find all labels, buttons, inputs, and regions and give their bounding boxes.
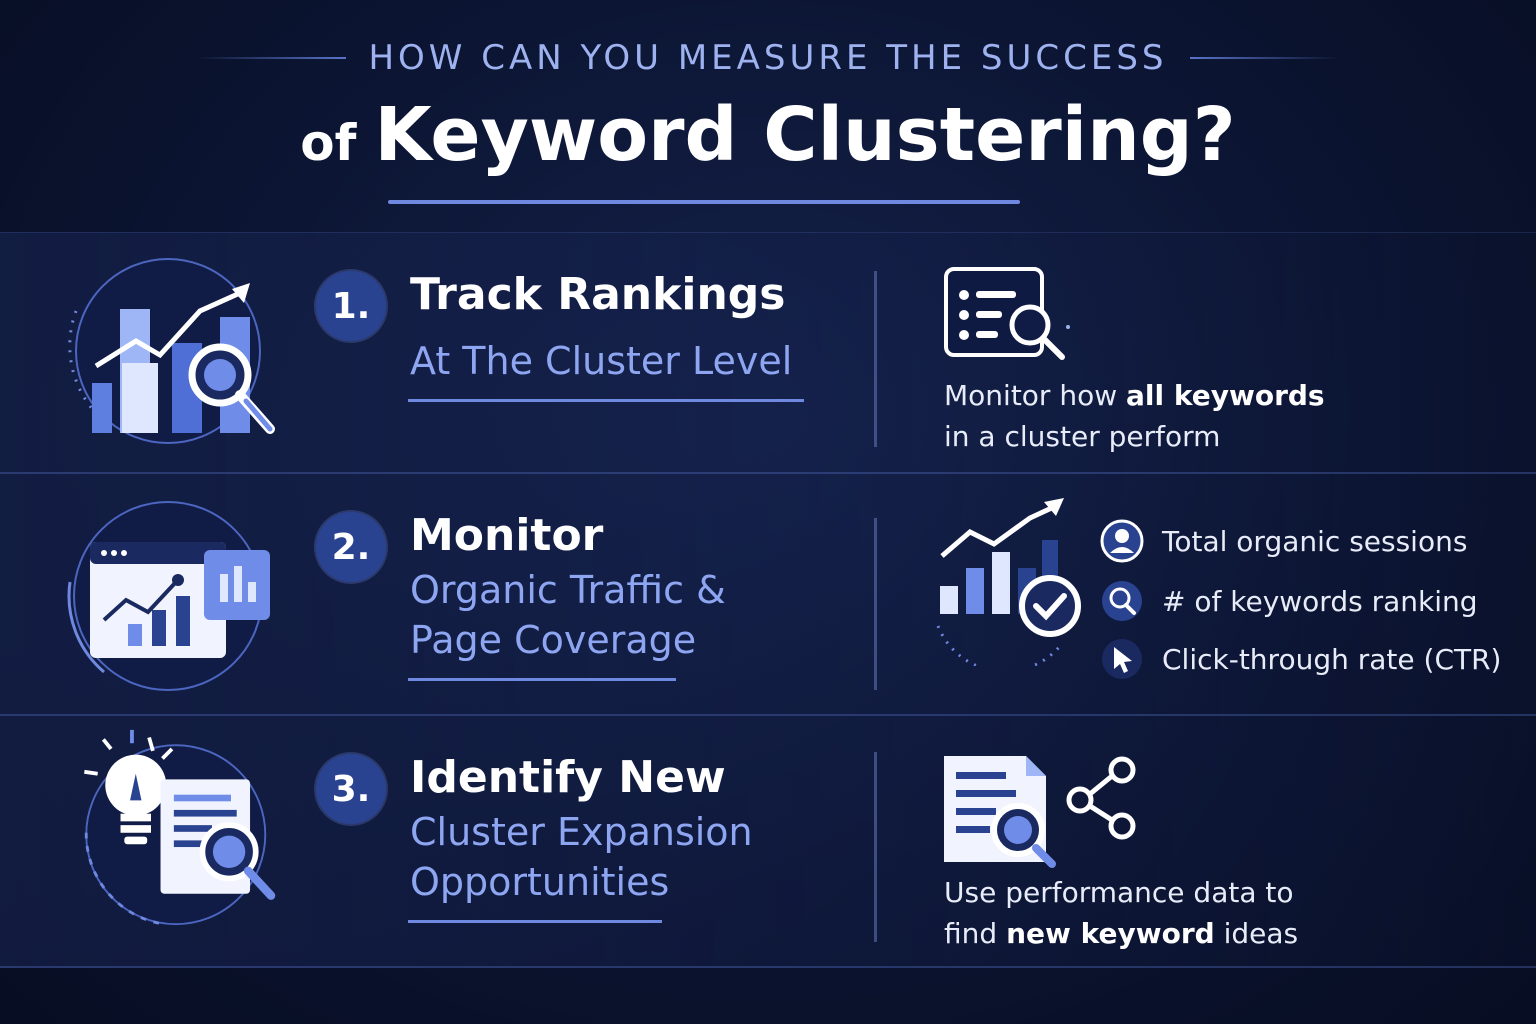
step-underline [408,920,662,923]
row-divider [874,518,877,690]
key-search-icon [1102,581,1142,621]
growth-check-icon [936,498,1081,666]
step-title: Track Rankings [410,269,786,320]
description-text: Monitor how [944,379,1127,412]
eyebrow-line-left [196,57,347,59]
metric-label: # of keywords ranking [1162,584,1478,618]
description-line-1: Use performance data to [944,876,1294,909]
cursor-icon [1102,639,1142,679]
step-subtitle-line-1: Cluster Expansion [410,810,753,854]
step-subtitle-line-2: Opportunities [410,860,670,904]
step-description: Monitor how all keywords in a cluster pe… [944,375,1325,457]
step-number-badge: 1. [316,271,386,341]
step-title: Monitor [410,510,604,561]
title-main: Keyword Clustering? [374,92,1236,178]
list-search-icon [944,267,1070,360]
title-underline [388,200,1020,204]
metric-item: Click-through rate (CTR) [1100,636,1501,682]
metric-item: # of keywords ranking [1100,578,1478,624]
step-underline [408,399,804,402]
description-text: find [944,917,1007,950]
lightbulb-document-icon [84,729,276,926]
description-bold: new keyword [1006,917,1215,950]
description-line-2: in a cluster perform [944,420,1221,453]
step-underline [408,678,676,681]
eyebrow-line-right [1189,57,1340,59]
step-row-3: 3. Identify New Cluster Expansion Opport… [0,716,1536,968]
row-divider [874,271,877,447]
header: HOW CAN YOU MEASURE THE SUCCESS of Keywo… [0,0,1536,230]
step-row-1: 1. Track Rankings At The Cluster Level M… [0,232,1536,474]
chart-search-icon [68,258,275,444]
step-number-badge: 3. [316,754,386,824]
step-description: Use performance data to find new keyword… [944,872,1298,954]
dashboard-chart-icon [67,501,270,691]
eyebrow-text: HOW CAN YOU MEASURE THE SUCCESS [368,38,1168,78]
document-share-icon [944,756,1136,868]
row-divider [874,752,877,942]
metric-label: Click-through rate (CTR) [1162,642,1502,676]
title-prefix: of [300,114,357,172]
step-title: Identify New [410,752,726,803]
step-subtitle-line-1: Organic Traffic & [410,568,726,612]
page-title: of Keyword Clustering? [0,92,1536,178]
step-row-2: 2. Monitor Organic Traffic & Page Covera… [0,474,1536,716]
step-subtitle-line-1: At The Cluster Level [410,339,793,383]
eyebrow-row: HOW CAN YOU MEASURE THE SUCCESS [0,38,1536,78]
description-bold: all keywords [1126,379,1325,412]
step-subtitle-line-2: Page Coverage [410,618,697,662]
step-number-badge: 2. [316,512,386,582]
metric-label: Total organic sessions [1162,524,1468,558]
user-icon [1100,519,1144,563]
metric-item: Total organic sessions [1100,518,1467,564]
description-suffix: ideas [1214,917,1299,950]
